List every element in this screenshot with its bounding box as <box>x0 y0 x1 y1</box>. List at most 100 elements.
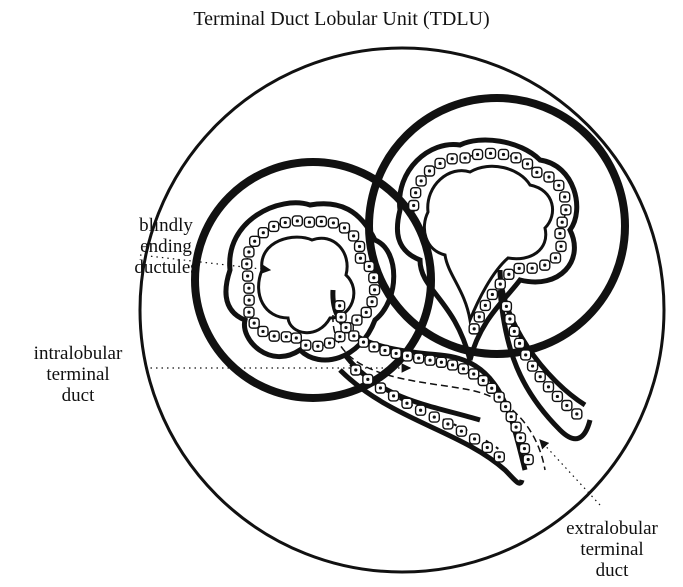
cell-nucleus <box>564 208 567 211</box>
cell-nucleus <box>285 335 288 338</box>
cell-nucleus <box>405 402 408 405</box>
cell-nucleus <box>513 330 516 333</box>
cell-nucleus <box>438 162 441 165</box>
cell-nucleus <box>253 322 256 325</box>
cell-nucleus <box>358 245 361 248</box>
cell-nucleus <box>531 364 534 367</box>
cell-nucleus <box>478 315 481 318</box>
cell-nucleus <box>484 304 487 307</box>
extralobular-leader <box>540 440 600 505</box>
cell-nucleus <box>565 404 568 407</box>
cell-nucleus <box>524 353 527 356</box>
cell-nucleus <box>527 458 530 461</box>
cell-nucleus <box>352 234 355 237</box>
cell-nucleus <box>539 375 542 378</box>
cell-nucleus <box>352 334 355 337</box>
cell-nucleus <box>489 152 492 155</box>
cell-nucleus <box>460 430 463 433</box>
label-line: duct <box>8 385 148 406</box>
right-lobule-boundary <box>369 98 625 354</box>
cell-nucleus <box>446 422 449 425</box>
cell-nucleus <box>417 357 420 360</box>
label-line: terminal <box>542 539 682 560</box>
cell-nucleus <box>486 446 489 449</box>
cell-nucleus <box>412 204 415 207</box>
label-line: duct <box>542 560 682 581</box>
cell-nucleus <box>273 335 276 338</box>
cell-nucleus <box>366 378 369 381</box>
cell-nucleus <box>308 221 311 224</box>
cell-nucleus <box>395 352 398 355</box>
diagram-title: Terminal Duct Lobular Unit (TDLU) <box>0 7 683 31</box>
cell-nucleus <box>535 171 538 174</box>
label-line: terminal <box>8 364 148 385</box>
cell-nucleus <box>498 455 501 458</box>
cell-nucleus <box>247 311 250 314</box>
cell-nucleus <box>247 250 250 253</box>
cell-nucleus <box>507 273 510 276</box>
cell-nucleus <box>355 319 358 322</box>
cell-nucleus <box>563 195 566 198</box>
cell-nucleus <box>451 157 454 160</box>
cell-nucleus <box>253 240 256 243</box>
cell-nucleus <box>508 317 511 320</box>
cell-nucleus <box>558 232 561 235</box>
cell-nucleus <box>476 153 479 156</box>
cell-nucleus <box>328 341 331 344</box>
cell-nucleus <box>296 219 299 222</box>
cell-nucleus <box>428 359 431 362</box>
cell-nucleus <box>505 305 508 308</box>
cell-nucleus <box>451 363 454 366</box>
cell-nucleus <box>338 335 341 338</box>
cell-nucleus <box>272 225 275 228</box>
label-intralobular-terminal-duct: intralobular terminal duct <box>8 343 148 406</box>
cell-nucleus <box>383 349 386 352</box>
cell-nucleus <box>304 344 307 347</box>
cell-nucleus <box>247 287 250 290</box>
cell-nucleus <box>491 293 494 296</box>
label-line: ending <box>106 236 226 257</box>
cell-nucleus <box>362 341 365 344</box>
cell-nucleus <box>414 191 417 194</box>
cell-nucleus <box>482 379 485 382</box>
cell-nucleus <box>473 327 476 330</box>
label-line: intralobular <box>8 343 148 364</box>
cell-nucleus <box>463 156 466 159</box>
cell-nucleus <box>262 231 265 234</box>
cell-nucleus <box>320 220 323 223</box>
cell-nucleus <box>518 267 521 270</box>
cell-nucleus <box>370 300 373 303</box>
cell-nucleus <box>473 437 476 440</box>
cell-nucleus <box>433 415 436 418</box>
cell-nucleus <box>526 162 529 165</box>
cell-nucleus <box>575 412 578 415</box>
cell-nucleus <box>504 405 507 408</box>
cell-nucleus <box>440 361 443 364</box>
cell-nucleus <box>531 267 534 270</box>
cell-nucleus <box>490 387 493 390</box>
cell-nucleus <box>338 304 341 307</box>
cell-nucleus <box>359 257 362 260</box>
cell-nucleus <box>344 326 347 329</box>
label-extralobular-terminal-duct: extralobular terminal duct <box>542 518 682 581</box>
cell-nucleus <box>519 436 522 439</box>
cell-nucleus <box>392 394 395 397</box>
cell-nucleus <box>498 395 501 398</box>
cell-nucleus <box>547 175 550 178</box>
cell-nucleus <box>510 415 513 418</box>
cell-nucleus <box>284 221 287 224</box>
cell-nucleus <box>518 342 521 345</box>
cell-nucleus <box>561 221 564 224</box>
cell-nucleus <box>547 385 550 388</box>
cell-nucleus <box>499 283 502 286</box>
cell-nucleus <box>514 426 517 429</box>
cell-nucleus <box>462 367 465 370</box>
cell-nucleus <box>514 156 517 159</box>
cell-nucleus <box>543 264 546 267</box>
cell-nucleus <box>420 179 423 182</box>
cell-nucleus <box>419 409 422 412</box>
cell-nucleus <box>246 274 249 277</box>
cell-nucleus <box>261 330 264 333</box>
